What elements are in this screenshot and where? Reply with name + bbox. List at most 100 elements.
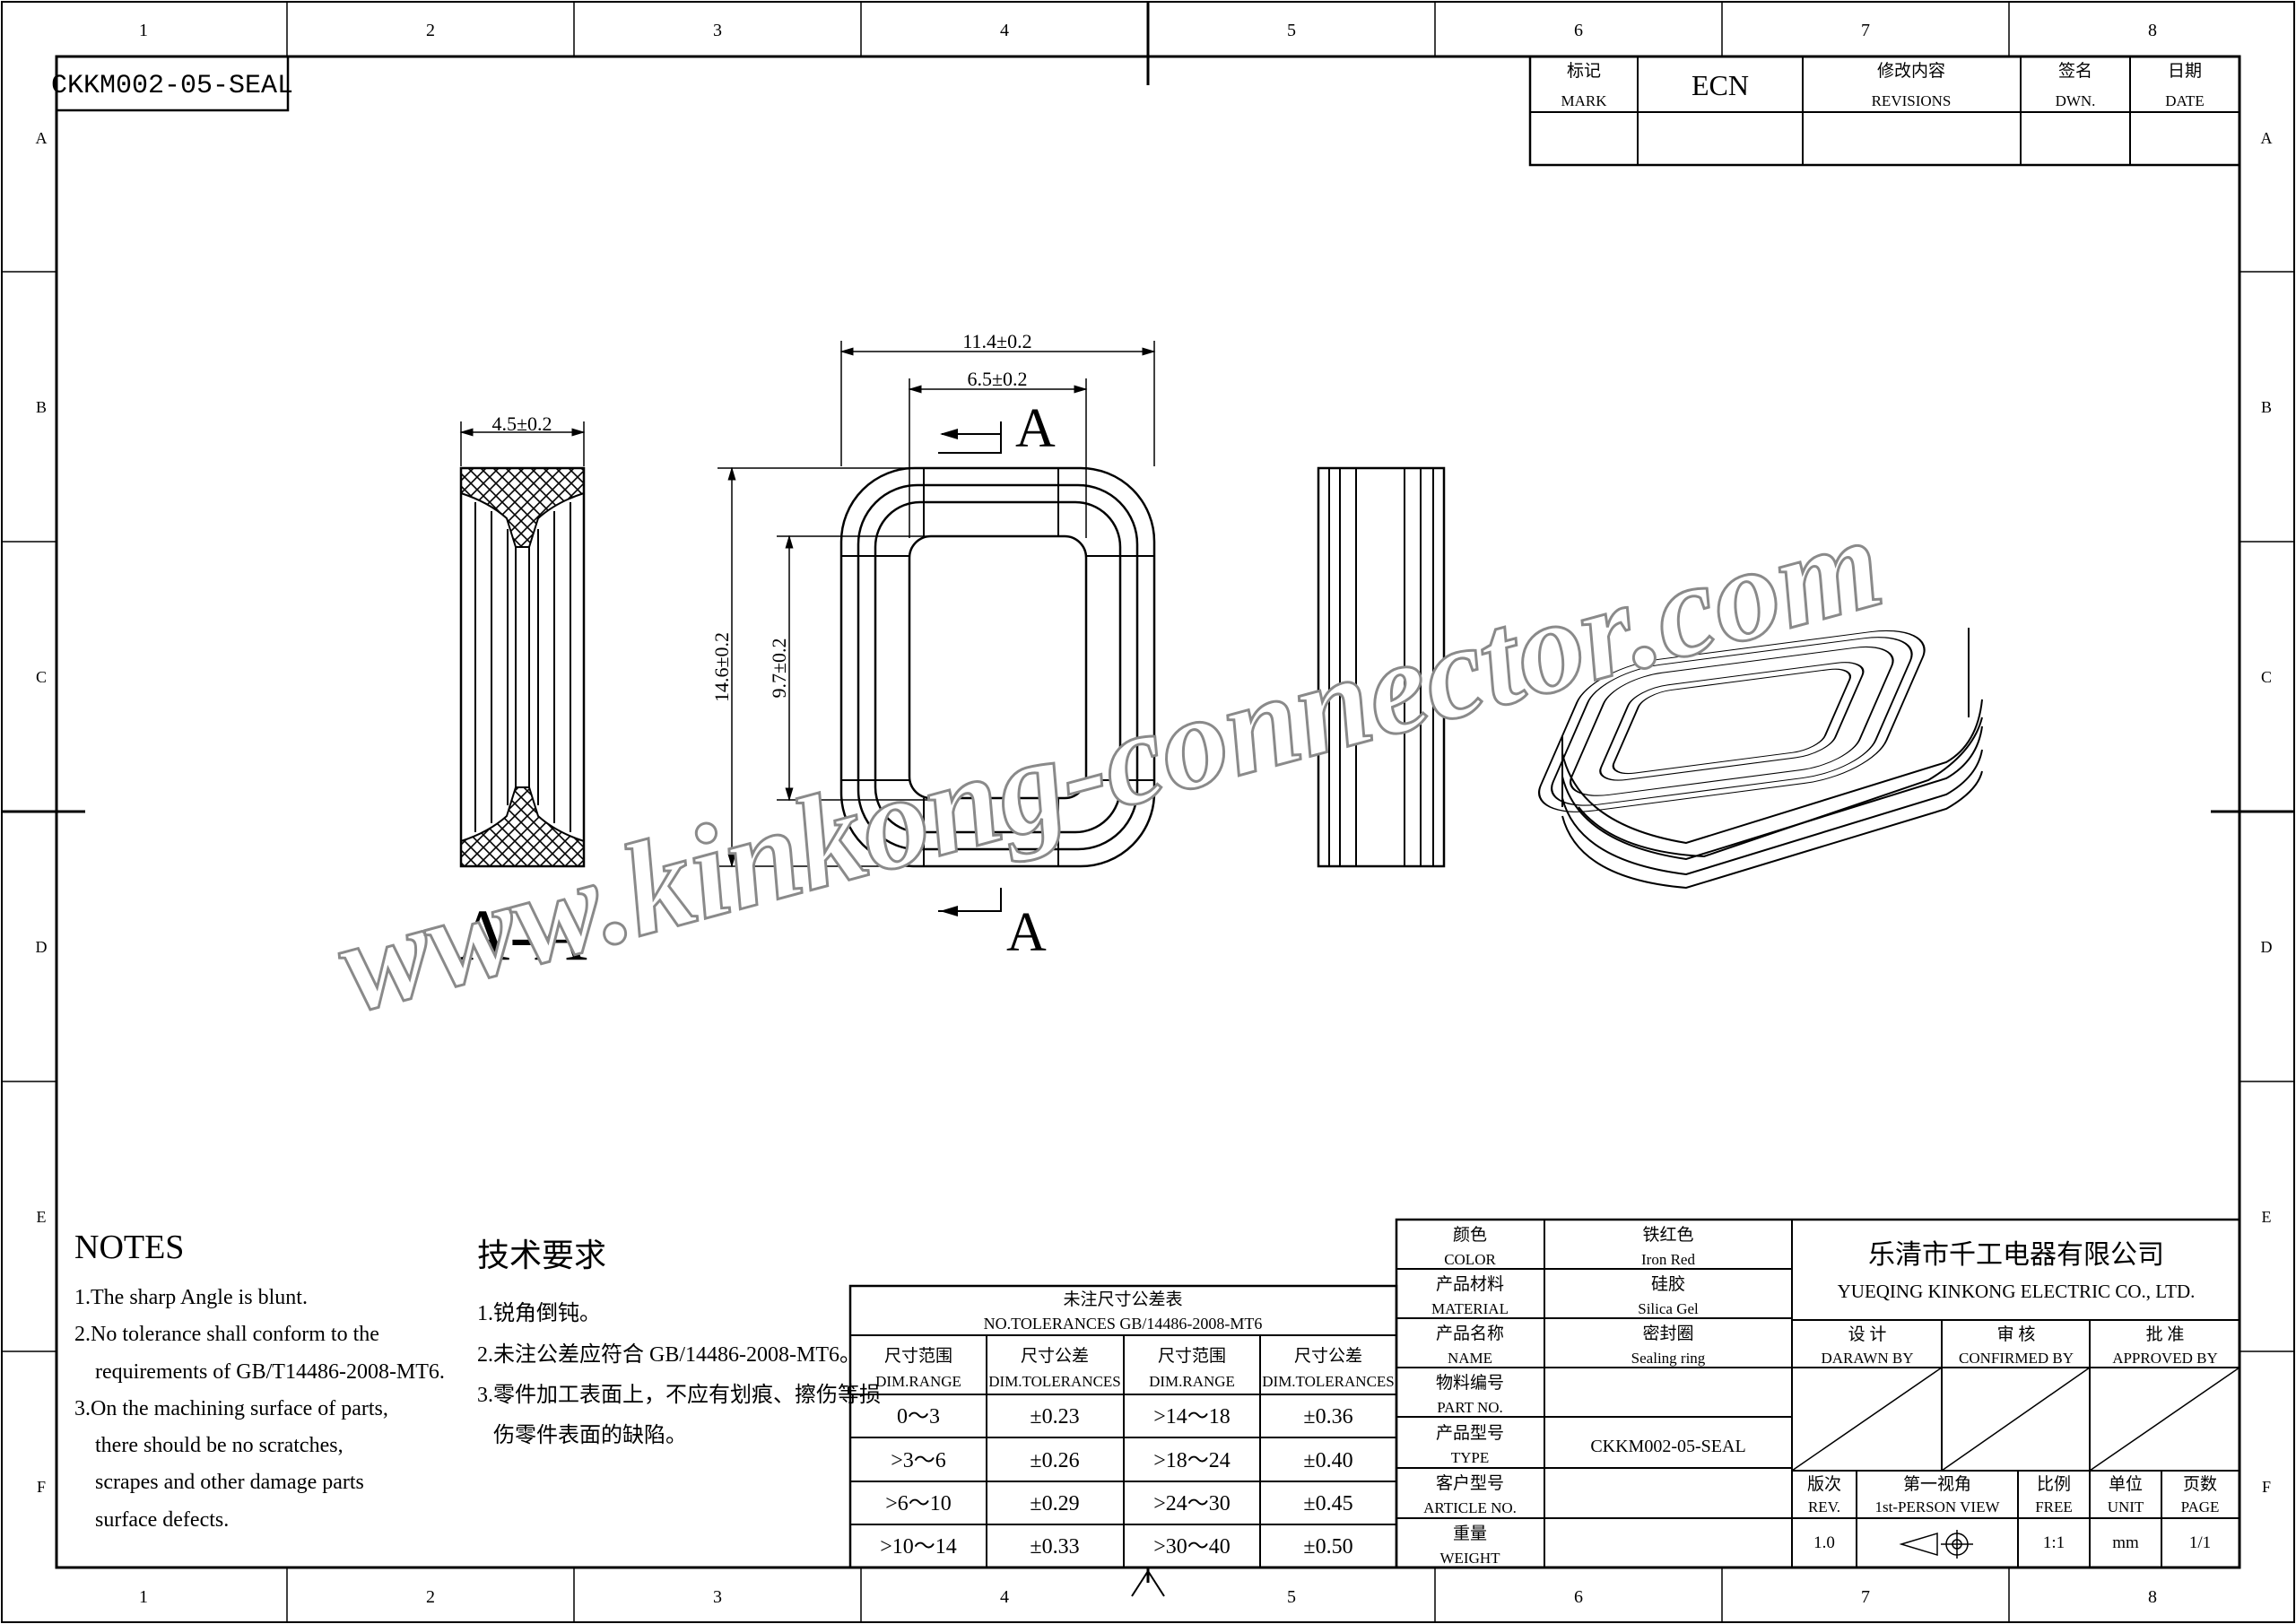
dim-section-width: 4.5±0.2 (491, 413, 552, 435)
tol-h4-en: DIM.TOLERANCES (1262, 1373, 1395, 1390)
tb-weight-cn: 重量 (1453, 1524, 1487, 1543)
grid-col-3-top: 3 (713, 21, 722, 40)
first-angle-projection-icon (1899, 1530, 1973, 1559)
title-block: 颜色 COLOR 铁红色 Iron Red 产品材料 MATERIAL 硅胶 S… (1395, 1218, 2241, 1569)
tol-cell: >6～10 (885, 1492, 952, 1515)
tb-scale-value: 1:1 (2043, 1533, 2065, 1552)
grid-column-labels: 1 2 3 4 5 6 7 8 1 2 3 4 5 6 7 8 (139, 21, 2157, 1607)
grid-col-6-bottom: 6 (1574, 1587, 1583, 1607)
tol-h3-cn: 尺寸范围 (1158, 1346, 1226, 1366)
cut-label-bottom: A (1006, 902, 1047, 963)
notes-cn-line-1: 1.锐角倒钝。 (477, 1301, 601, 1325)
tb-design-cn: 设 计 (1848, 1324, 1887, 1344)
rev-dwn-en: DWN. (2056, 92, 2096, 109)
tb-page-cn: 页数 (2183, 1474, 2217, 1494)
tol-cell: ±0.36 (1303, 1405, 1352, 1429)
grid-col-5-bottom: 5 (1287, 1587, 1296, 1607)
tb-unit-value: mm (2112, 1533, 2139, 1552)
grid-row-b-right: B (2261, 398, 2272, 416)
notes-en-line-6: scrapes and other damage parts (95, 1471, 364, 1494)
grid-col-6-top: 6 (1574, 21, 1583, 40)
rev-ecn: ECN (1692, 69, 1749, 101)
notes-en-line-5: there should be no scratches, (95, 1434, 344, 1457)
tb-rev-cn: 版次 (1807, 1474, 1841, 1494)
tol-cell: >18～24 (1153, 1449, 1231, 1472)
tol-title-cn: 未注尺寸公差表 (1063, 1290, 1182, 1309)
rev-revisions-cn: 修改内容 (1877, 61, 1945, 81)
drawing-number: CKKM002-05-SEAL (51, 71, 293, 101)
tb-view-cn: 第一视角 (1903, 1474, 1971, 1494)
tol-h3-en: DIM.RANGE (1149, 1373, 1235, 1390)
grid-col-2-bottom: 2 (426, 1587, 435, 1607)
tol-cell: >10～14 (880, 1535, 957, 1559)
grid-row-c-left: C (36, 668, 47, 686)
notes-cn-line-4: 伤零件表面的缺陷。 (493, 1423, 687, 1447)
grid-row-b-left: B (36, 398, 47, 416)
tb-color-cn: 颜色 (1453, 1225, 1487, 1245)
tb-weight-en: WEIGHT (1439, 1550, 1500, 1567)
tol-title-en: NO.TOLERANCES GB/14486-2008-MT6 (984, 1315, 1263, 1333)
tb-design-en: DARAWN BY (1822, 1350, 1914, 1367)
tb-partno-en: PART NO. (1437, 1399, 1503, 1416)
grid-col-7-bottom: 7 (1861, 1587, 1870, 1607)
grid-row-a-right: A (2261, 129, 2273, 147)
notes-en-line-1: 1.The sharp Angle is blunt. (74, 1286, 308, 1309)
grid-row-f-right: F (2262, 1478, 2271, 1496)
tb-name-cn: 产品名称 (1436, 1324, 1504, 1343)
tol-h2-en: DIM.TOLERANCES (988, 1373, 1121, 1390)
tb-approve-en: APPROVED BY (2112, 1350, 2218, 1367)
tol-cell: >30～40 (1153, 1535, 1231, 1559)
isometric-view (1537, 628, 1983, 890)
tb-name-en: NAME (1448, 1350, 1492, 1367)
grid-col-7-top: 7 (1861, 21, 1870, 40)
tb-article-en: ARTICLE NO. (1423, 1499, 1517, 1516)
tb-approve-cn: 批 准 (2146, 1324, 2185, 1344)
rev-mark-en: MARK (1561, 92, 1607, 109)
grid-row-a-left: A (36, 129, 48, 147)
grid-col-4-top: 4 (1000, 21, 1009, 40)
rev-date-en: DATE (2165, 92, 2204, 109)
tol-cell: ±0.33 (1030, 1535, 1079, 1559)
tb-type-en: TYPE (1451, 1449, 1490, 1466)
tb-page-en: PAGE (2181, 1498, 2220, 1515)
tol-cell: ±0.29 (1030, 1492, 1079, 1515)
tolerance-table: 未注尺寸公差表 NO.TOLERANCES GB/14486-2008-MT6 … (848, 1284, 1398, 1569)
grid-col-1-top: 1 (139, 21, 148, 40)
dim-inner-width: 6.5±0.2 (967, 368, 1027, 390)
tol-cell: 0～3 (897, 1405, 940, 1429)
tol-h1-cn: 尺寸范围 (884, 1346, 952, 1366)
dim-outer-height: 14.6±0.2 (710, 632, 733, 702)
tb-type-cn: 产品型号 (1436, 1423, 1504, 1443)
rev-date-cn: 日期 (2168, 61, 2202, 81)
side-view (1317, 466, 1446, 868)
grid-row-e-right: E (2262, 1208, 2272, 1226)
tb-material-en: MATERIAL (1431, 1300, 1509, 1317)
tol-cell: ±0.45 (1303, 1492, 1352, 1515)
notes-en-line-2: 2.No tolerance shall conform to the (74, 1323, 379, 1346)
tol-cell: >3～6 (891, 1449, 946, 1472)
grid-row-d-left: D (36, 938, 48, 956)
grid-col-1-bottom: 1 (139, 1587, 148, 1607)
grid-col-4-bottom: 4 (1000, 1587, 1009, 1607)
tb-partno-cn: 物料编号 (1436, 1373, 1504, 1393)
tb-article-cn: 客户型号 (1436, 1473, 1504, 1493)
front-view: 11.4±0.2 6.5±0.2 14.6±0.2 9.7±0.2 A A (710, 330, 1156, 963)
grid-col-8-bottom: 8 (2148, 1587, 2157, 1607)
tol-cell: >24～30 (1153, 1492, 1231, 1515)
notes-en-line-4: 3.On the machining surface of parts, (74, 1397, 388, 1420)
rev-dwn-cn: 签名 (2058, 61, 2092, 81)
tol-h4-cn: 尺寸公差 (1294, 1346, 1362, 1366)
notes-cn-line-2: 2.未注公差应符合 GB/14486-2008-MT6。 (477, 1342, 861, 1367)
tol-h1-en: DIM.RANGE (875, 1373, 961, 1390)
grid-row-c-right: C (2261, 668, 2272, 686)
notes-cn-title: 技术要求 (477, 1238, 606, 1273)
tb-confirm-cn: 审 核 (1997, 1324, 2036, 1344)
grid-col-8-top: 8 (2148, 21, 2157, 40)
section-label: A-A (457, 894, 587, 976)
grid-row-f-left: F (37, 1478, 46, 1496)
notes-cn-line-3: 3.零件加工表面上，不应有划痕、擦伤等损 (477, 1383, 881, 1407)
tb-name-value-en: Sealing ring (1631, 1350, 1706, 1367)
tb-material-cn: 产品材料 (1436, 1274, 1504, 1294)
notes-en-line-7: surface defects. (95, 1508, 229, 1532)
